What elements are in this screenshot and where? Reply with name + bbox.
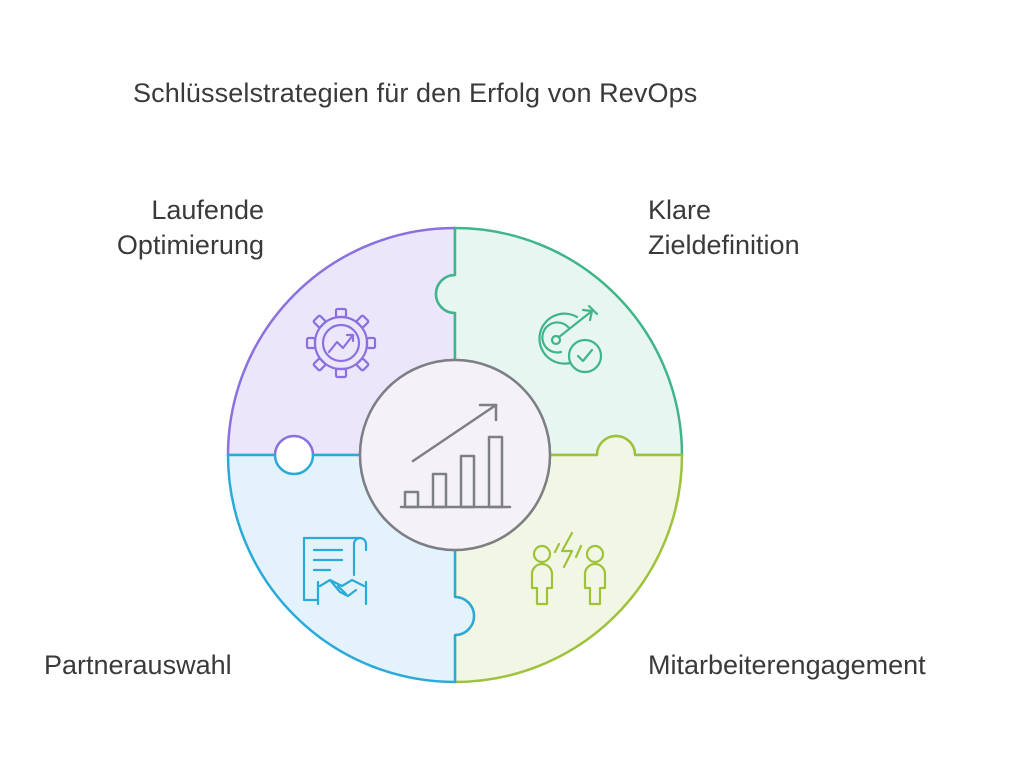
- growth-bar-chart-icon: [399, 403, 512, 509]
- label-line: Klare: [648, 195, 712, 225]
- gear-chart-icon: [305, 307, 377, 379]
- label-line: Zieldefinition: [648, 230, 800, 260]
- label-mitarbeiterengagement: Mitarbeiterengagement: [648, 648, 926, 683]
- label-partnerauswahl: Partnerauswahl: [44, 648, 232, 683]
- center-circle: [358, 358, 552, 552]
- label-line: Partnerauswahl: [44, 650, 232, 680]
- label-line: Laufende: [151, 195, 264, 225]
- label-laufende-optimierung: Laufende Optimierung: [117, 193, 264, 263]
- target-check-icon: [538, 304, 603, 374]
- people-energy-icon: [530, 531, 607, 606]
- label-line: Mitarbeiterengagement: [648, 650, 926, 680]
- segment-partnerauswahl: [226, 453, 476, 684]
- diagram-title: Schlüsselstrategien für den Erfolg von R…: [133, 78, 698, 108]
- contract-handshake-icon: [302, 536, 368, 606]
- label-klare-zieldefinition: Klare Zieldefinition: [648, 193, 800, 263]
- label-line: Optimierung: [116, 230, 264, 260]
